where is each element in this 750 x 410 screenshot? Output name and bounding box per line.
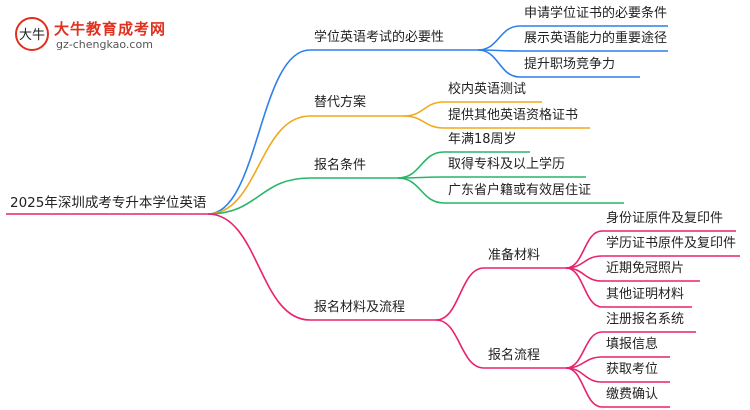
link-root-materials-process <box>207 213 311 321</box>
leaf-alternatives-2: 提供其他英语资格证书 <box>448 108 579 123</box>
leaf-process-2: 填报信息 <box>606 337 659 352</box>
leaf-process-1: 注册报名系统 <box>606 312 685 327</box>
logo-url: gz-chengkao.com <box>56 38 153 51</box>
leaf-requirements-3: 广东省户籍或有效居住证 <box>448 183 592 198</box>
logo-title: 大牛教育成考网 <box>54 20 167 38</box>
leaf-necessity-3: 提升职场竞争力 <box>524 57 616 72</box>
branch-materials-process: 报名材料及流程 <box>314 300 406 315</box>
leaf-alternatives-1: 校内英语测试 <box>448 82 527 97</box>
sub-process: 报名流程 <box>488 348 541 363</box>
link-necessity-3 <box>477 49 521 78</box>
sub-materials: 准备材料 <box>488 248 541 263</box>
leaf-materials-4: 其他证明材料 <box>606 287 685 302</box>
root-topic: 2025年深圳成考专升本学位英语 <box>10 195 207 211</box>
link-materials-4 <box>565 267 603 308</box>
link-necessity-1 <box>477 25 521 51</box>
leaf-process-3: 获取考位 <box>606 362 659 377</box>
leaf-materials-3: 近期免冠照片 <box>606 261 685 276</box>
link-alternatives-1 <box>403 101 445 117</box>
leaf-necessity-2: 展示英语能力的重要途径 <box>524 31 668 46</box>
link-alternatives-2 <box>403 115 445 129</box>
branch-requirements: 报名条件 <box>314 158 367 173</box>
leaf-process-4: 缴费确认 <box>606 387 659 402</box>
leaf-necessity-1: 申请学位证书的必要条件 <box>524 6 668 21</box>
logo-mark-icon: 大牛 <box>15 17 49 51</box>
link-requirements-3 <box>397 177 445 204</box>
link-root-requirements <box>207 177 311 215</box>
link-process-4 <box>565 367 603 408</box>
brand-logo: 大牛 大牛教育成考网 gz-chengkao.com <box>8 14 208 56</box>
link-process-steps <box>435 319 485 369</box>
link-process-materials <box>435 267 485 321</box>
leaf-requirements-1: 年满18周岁 <box>448 132 517 147</box>
leaf-materials-1: 身份证原件及复印件 <box>606 211 724 226</box>
leaf-materials-2: 学历证书原件及复印件 <box>606 236 737 251</box>
svg-text:大牛: 大牛 <box>19 28 45 43</box>
branch-necessity: 学位英语考试的必要性 <box>314 30 445 45</box>
link-root-alternatives <box>207 115 311 215</box>
leaf-requirements-2: 取得专科及以上学历 <box>448 157 566 172</box>
link-root-necessity <box>207 49 311 215</box>
link-requirements-1 <box>397 151 445 179</box>
branch-alternatives: 替代方案 <box>314 95 367 110</box>
